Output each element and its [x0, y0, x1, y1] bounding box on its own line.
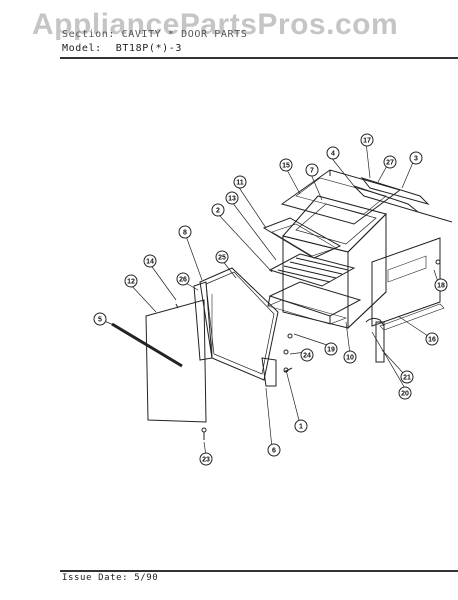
svg-text:18: 18 [437, 283, 445, 290]
svg-text:5: 5 [98, 317, 102, 324]
callout-21: 21 [400, 370, 414, 384]
svg-text:2: 2 [216, 208, 220, 215]
svg-text:19: 19 [327, 347, 335, 354]
svg-text:23: 23 [202, 457, 210, 464]
door-handle [111, 322, 183, 368]
svg-text:17: 17 [363, 138, 371, 145]
svg-text:14: 14 [146, 259, 154, 266]
svg-text:10: 10 [346, 355, 354, 362]
callout-26: 26 [176, 272, 190, 286]
svg-text:15: 15 [282, 163, 290, 170]
svg-text:25: 25 [218, 255, 226, 262]
svg-text:21: 21 [403, 375, 411, 382]
callout-18: 18 [434, 278, 448, 292]
leader-lines [101, 141, 439, 457]
bracket [365, 317, 385, 327]
svg-text:11: 11 [236, 180, 244, 187]
side-strip [375, 321, 385, 363]
svg-text:26: 26 [179, 277, 187, 284]
door-hinge [261, 357, 293, 387]
broiler-panel [262, 217, 342, 259]
watermark: AppliancePartsPros.com [32, 8, 399, 41]
callout-14: 14 [143, 254, 157, 268]
callout-1: 1 [294, 419, 308, 433]
callout-19: 19 [324, 342, 338, 356]
callout-15: 15 [279, 158, 293, 172]
side-panel [371, 237, 445, 331]
oven-rack [268, 253, 356, 287]
lower-frame [267, 281, 362, 325]
issue-date: Issue Date: 5/90 [62, 573, 159, 583]
callout-27: 27 [383, 155, 397, 169]
footer-rule [60, 570, 458, 572]
svg-text:27: 27 [386, 160, 394, 167]
callout-3: 3 [409, 151, 423, 165]
model-value: BT18P(*)-3 [115, 43, 182, 54]
svg-text:1: 1 [299, 424, 303, 431]
header-rule [60, 57, 458, 59]
callout-4: 4 [326, 146, 340, 160]
door-inner-panel [193, 281, 213, 361]
callout-13: 13 [225, 191, 239, 205]
svg-text:16: 16 [428, 337, 436, 344]
callout-24: 24 [300, 348, 314, 362]
callout-8: 8 [178, 225, 192, 239]
callout-2: 2 [211, 203, 225, 217]
callout-5: 5 [93, 312, 107, 326]
callout-11: 11 [233, 175, 247, 189]
svg-text:8: 8 [183, 230, 187, 237]
screw-fasteners [201, 259, 441, 440]
svg-text:20: 20 [401, 391, 409, 398]
top-trim-rail [353, 177, 453, 223]
svg-text:24: 24 [303, 353, 311, 360]
top-panel [280, 169, 402, 225]
callout-23: 23 [199, 452, 213, 466]
callout-25: 25 [215, 250, 229, 264]
model-line: Model: BT18P(*)-3 [62, 43, 182, 54]
model-label: Model: [62, 43, 102, 54]
svg-text:13: 13 [228, 196, 236, 203]
callout-20: 20 [398, 386, 412, 400]
callout-7: 7 [305, 163, 319, 177]
svg-text:4: 4 [331, 151, 335, 158]
callout-12: 12 [124, 274, 138, 288]
svg-text:12: 12 [127, 279, 135, 286]
svg-text:7: 7 [310, 168, 314, 175]
section-title: Section: CAVITY * DOOR PARTS [62, 29, 248, 40]
svg-text:3: 3 [414, 156, 418, 163]
callout-10: 10 [343, 350, 357, 364]
callout-6: 6 [267, 443, 281, 457]
oven-cavity [282, 195, 387, 330]
door-liner [199, 267, 279, 381]
callout-16: 16 [425, 332, 439, 346]
svg-text:6: 6 [272, 448, 276, 455]
callout-17: 17 [360, 133, 374, 147]
outer-door-panel [145, 299, 207, 423]
